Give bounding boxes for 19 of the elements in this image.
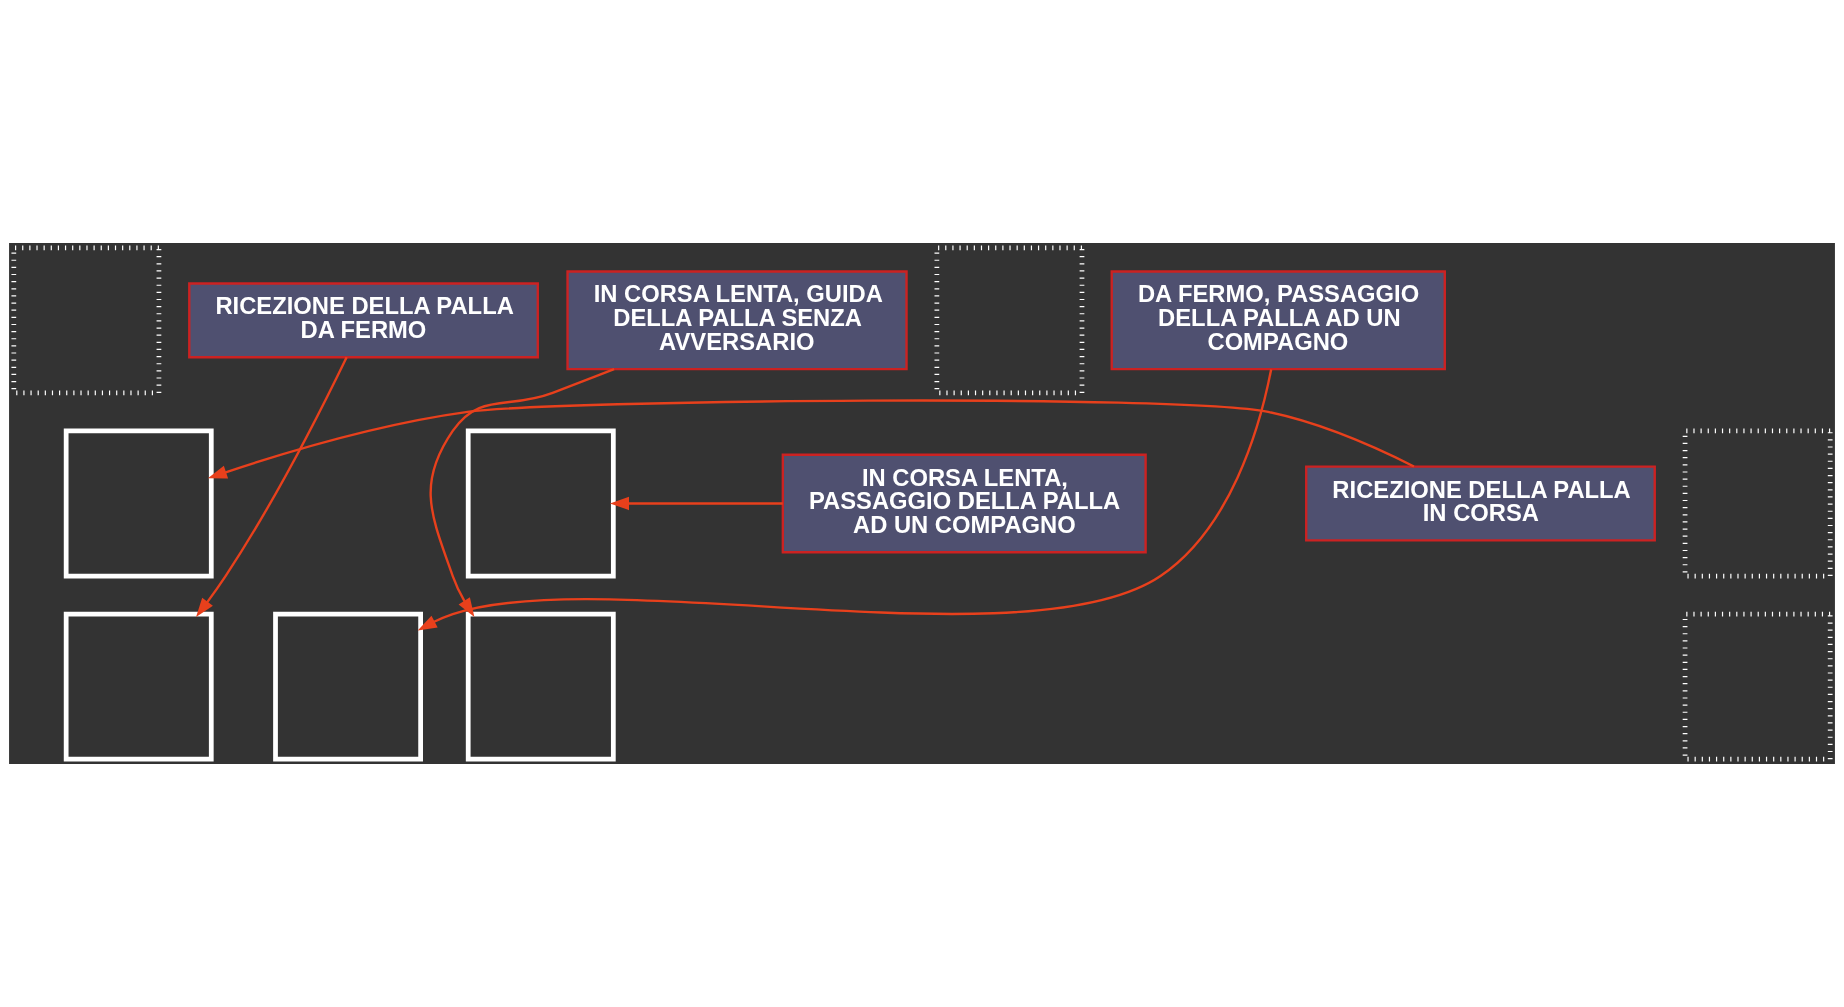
node-box	[63, 611, 214, 762]
node-box	[1682, 428, 1833, 579]
node-box	[934, 245, 1085, 396]
node-box	[465, 611, 616, 762]
arrow	[417, 369, 1273, 631]
node-box: RICEZIONE DELLA PALLA DA FERMO	[188, 282, 539, 359]
arrow	[207, 399, 1415, 479]
node-box: IN CORSA LENTA, PASSAGGIO DELLA PALLA AD UN COMPAGNO	[781, 453, 1147, 554]
node-box: IN CORSA LENTA, GUIDA DELLA PALLA SENZA AVVERSARIO	[566, 270, 908, 371]
node-box	[465, 428, 616, 579]
node-box	[63, 428, 214, 579]
node-box: RICEZIONE DELLA PALLA IN CORSA	[1305, 465, 1656, 542]
node-box: DA FERMO, PASSAGGIO DELLA PALLA AD UN COMPAGNO	[1110, 270, 1446, 371]
arrow	[429, 368, 615, 618]
arrow	[609, 496, 783, 511]
arrow	[196, 356, 348, 617]
node-box	[1682, 611, 1833, 762]
node-box	[273, 611, 423, 762]
node-box	[11, 245, 162, 396]
